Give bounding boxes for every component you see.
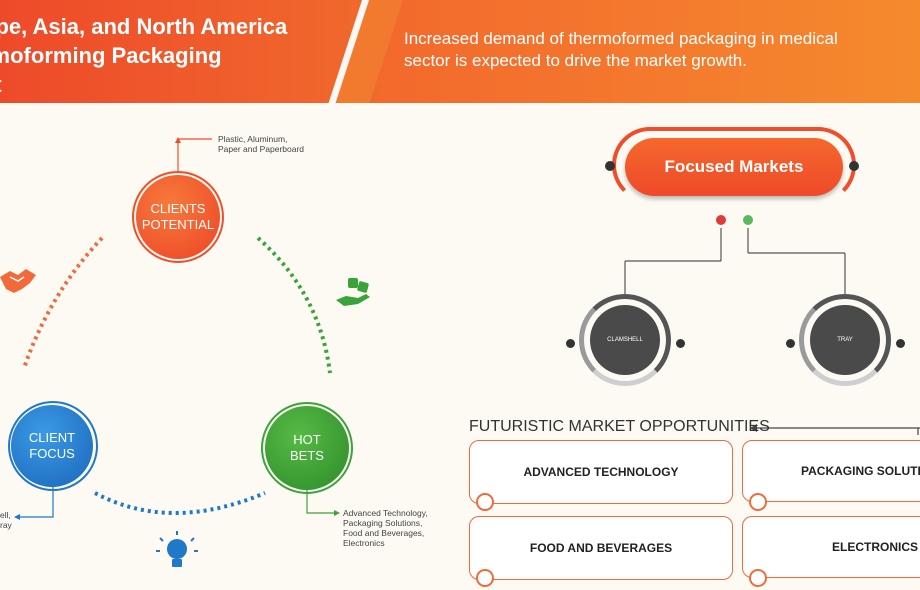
opportunity-food-and-beverages: FOOD AND BEVERAGES: [469, 516, 733, 580]
clients-potential-node: CLIENTS POTENTIAL: [136, 175, 220, 259]
opportunity-electronics: ELECTRONICS: [742, 516, 920, 578]
hot-bets-note-1: Advanced Technology,: [343, 508, 428, 518]
focused-markets-dot-left: [605, 161, 615, 171]
client-focus-note-1: ell,: [0, 510, 11, 520]
client-focus-ring: [8, 401, 98, 491]
client-focus-node: CLIENT FOCUS: [11, 405, 93, 487]
opportunity-marker: [749, 493, 767, 511]
opportunity-label: ELECTRONICS: [832, 540, 919, 554]
opportunity-marker: [476, 569, 494, 587]
opportunity-advanced-technology: ADVANCED TECHNOLOGY: [469, 440, 733, 504]
arc-orange: [22, 236, 104, 369]
client-focus-line-2: FOCUS: [29, 446, 75, 461]
arrow-hot-bets: [334, 510, 340, 516]
opportunity-label: ADVANCED TECHNOLOGY: [523, 465, 679, 479]
tagline: Increased demand of thermoformed packagi…: [404, 28, 920, 72]
hot-bets-node: HOT BETS: [265, 406, 349, 490]
tray-node: TRAY: [810, 305, 880, 375]
title-line-1: ope, Asia, and North America: [0, 14, 288, 39]
focused-markets-pill: Focused Markets: [625, 138, 843, 196]
page-title: ope, Asia, and North America rmoforming …: [0, 12, 322, 99]
focused-markets-dot-right: [849, 161, 859, 171]
opportunity-marker: [476, 493, 494, 511]
hot-bets-line-2: BETS: [290, 448, 324, 463]
clients-potential-line-1: CLIENTS: [150, 201, 206, 216]
connector-diagram: [0, 137, 920, 567]
hot-bets-note-4: Electronics: [343, 538, 385, 548]
clamshell-node: CLAMSHELL: [590, 305, 660, 375]
opportunity-packaging-solutions: PACKAGING SOLUTIONS: [742, 440, 920, 502]
header-left-panel: [0, 0, 380, 103]
clamshell-dot-right: [676, 339, 685, 348]
connector-clients-potential: [177, 138, 212, 171]
futuristic-arrow: [750, 424, 757, 432]
opportunity-label: PACKAGING SOLUTIONS: [801, 464, 920, 478]
futuristic-title: FUTURISTIC MARKET OPPORTUNITIES: [469, 418, 770, 435]
arc-green: [256, 236, 332, 374]
tray-dot-right: [896, 339, 905, 348]
tray-ring: [799, 294, 891, 386]
client-focus-note: ell, ray: [0, 510, 12, 530]
tagline-line-2: sector is expected to drive the market g…: [404, 51, 747, 70]
clamshell-ring: [579, 294, 671, 386]
title-line-2: rmoforming Packaging: [0, 43, 222, 68]
clients-potential-note-1: Plastic, Aluminum,: [218, 134, 288, 144]
hot-bets-note-3: Food and Beverages,: [343, 528, 425, 538]
client-focus-line-1: CLIENT: [28, 430, 76, 445]
connector-client-focus: [16, 486, 54, 518]
tagline-line-1: Increased demand of thermoformed packagi…: [404, 29, 838, 48]
opportunity-marker: [749, 569, 767, 587]
hot-bets-ring: [261, 402, 353, 494]
clients-potential-line-2: POTENTIAL: [141, 217, 215, 232]
tray-dot-left: [786, 339, 795, 348]
clients-potential-ring: [132, 171, 224, 263]
client-focus-note-2: ray: [0, 520, 12, 530]
focused-markets-green-dot: [743, 215, 753, 225]
title-line-3: et: [0, 70, 322, 99]
clients-potential-note-2: Paper and Paperboard: [218, 144, 305, 154]
arc-blue: [94, 491, 266, 515]
header-banner: ope, Asia, and North America rmoforming …: [0, 0, 920, 103]
money-dice-icon: [336, 278, 370, 306]
lightbulb-icon: [156, 531, 198, 567]
arrow-clients-potential: [175, 137, 181, 143]
focused-markets-red-dot: [716, 215, 726, 225]
hot-bets-note-2: Packaging Solutions,: [343, 518, 423, 528]
clients-potential-note: Plastic, Aluminum, Paper and Paperboard: [218, 134, 304, 154]
hot-bets-line-1: HOT: [293, 432, 321, 447]
handshake-icon: [0, 269, 36, 293]
clamshell-dot-left: [566, 339, 575, 348]
opportunity-label: FOOD AND BEVERAGES: [529, 541, 673, 555]
connector-hot-bets: [306, 488, 338, 514]
arrow-client-focus: [14, 514, 20, 520]
hot-bets-note: Advanced Technology, Packaging Solutions…: [343, 508, 428, 548]
